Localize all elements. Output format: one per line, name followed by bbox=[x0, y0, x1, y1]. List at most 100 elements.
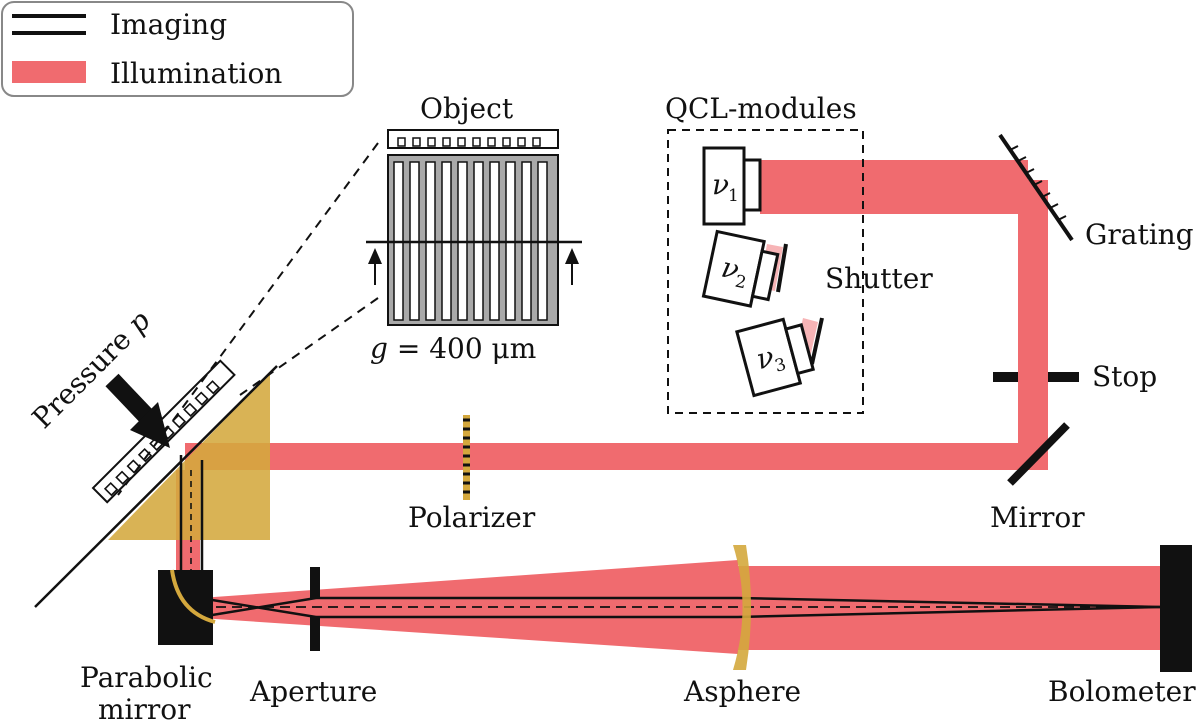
qcl-module-2: ν 2 bbox=[701, 229, 780, 308]
parabolic-mirror-label-2: mirror bbox=[98, 693, 191, 725]
inset-tooth-5 bbox=[457, 137, 466, 147]
object-comb-tooth-8 bbox=[183, 402, 198, 418]
nu2-label: ν bbox=[719, 251, 743, 287]
grating-serrations bbox=[1009, 145, 1067, 221]
inset-tooth-3 bbox=[427, 137, 436, 147]
mirror-label: Mirror bbox=[990, 501, 1085, 534]
inset-tooth-7 bbox=[487, 137, 496, 147]
aperture: Aperture bbox=[249, 567, 377, 708]
qcl-module-2-nose bbox=[750, 249, 780, 302]
grating-label: Grating bbox=[1085, 218, 1194, 251]
qcl-modules: QCL-modules ν 1 ν 2 ν 3 Shutter bbox=[665, 92, 933, 414]
stop-left-blade bbox=[993, 372, 1018, 382]
shutter-label: Shutter bbox=[825, 262, 933, 295]
beam-qcl-to-grating bbox=[760, 160, 1028, 214]
asphere-label: Asphere bbox=[683, 675, 801, 708]
legend-illumination-label: Illumination bbox=[110, 57, 282, 90]
inset-tooth-9 bbox=[517, 137, 526, 147]
grating-tooth-1 bbox=[1009, 145, 1019, 151]
bolometer-label: Bolometer bbox=[1048, 675, 1196, 708]
bolometer: Bolometer bbox=[1048, 545, 1196, 708]
stop: Stop bbox=[993, 360, 1157, 393]
mirror: Mirror bbox=[990, 422, 1085, 534]
shutter-3 bbox=[810, 317, 824, 365]
nu1-index: 1 bbox=[728, 186, 739, 206]
object-comb-tooth-2 bbox=[115, 470, 130, 485]
nu2-index: 2 bbox=[733, 272, 748, 294]
qcl-module-1-nose bbox=[742, 158, 762, 212]
qcl-module-3-nose bbox=[783, 323, 816, 376]
polarizer-label: Polarizer bbox=[408, 501, 536, 534]
stop-right-blade bbox=[1048, 372, 1079, 382]
grating: Grating bbox=[998, 133, 1194, 251]
parabolic-mirror-body bbox=[158, 570, 213, 645]
polarizer-wires bbox=[463, 418, 470, 494]
object-inset: Object bbox=[366, 92, 582, 365]
nu1-label: ν bbox=[712, 168, 729, 201]
pressure-prefix: Pressure bbox=[26, 317, 144, 435]
arrow-down-right-icon bbox=[105, 373, 170, 448]
object-label: Object bbox=[420, 92, 514, 125]
qcl-module-1-body bbox=[702, 146, 746, 226]
qcl-module-1: ν 1 bbox=[702, 146, 762, 226]
object-comb-tooth-4 bbox=[137, 448, 153, 463]
asphere: Asphere bbox=[683, 545, 801, 708]
parabolic-mirror: Parabolic mirror bbox=[80, 569, 216, 725]
stop-label: Stop bbox=[1092, 360, 1157, 393]
inset-tooth-10 bbox=[532, 137, 541, 147]
beam-expanding bbox=[200, 560, 738, 654]
aperture-bottom-blade bbox=[310, 617, 320, 651]
inset-tooth-2 bbox=[412, 137, 421, 147]
grating-tooth-6 bbox=[1049, 203, 1059, 209]
object-comb-tooth-9 bbox=[194, 391, 209, 406]
qcl-modules-label: QCL-modules bbox=[665, 92, 857, 125]
nu3-index: 3 bbox=[773, 355, 789, 377]
bolometer-body bbox=[1160, 545, 1192, 672]
pressure-arrow-shaft bbox=[105, 373, 157, 427]
gap-label: g = 400 μm bbox=[370, 332, 536, 365]
aperture-top-blade bbox=[310, 567, 320, 598]
inset-tooth-1 bbox=[397, 137, 406, 147]
arrow-up-icon bbox=[368, 248, 382, 285]
prism-hypotenuse bbox=[34, 365, 278, 608]
grating-tooth-2 bbox=[1017, 156, 1027, 162]
imaging-rays bbox=[34, 365, 1161, 619]
aperture-label: Aperture bbox=[249, 675, 377, 708]
grating-tooth-3 bbox=[1025, 168, 1035, 174]
object-comb-tooth-10 bbox=[205, 380, 221, 395]
asphere-lens bbox=[733, 545, 751, 670]
grating-tooth-5 bbox=[1041, 192, 1051, 198]
ray-converge-top bbox=[737, 596, 1161, 609]
zoom-lines bbox=[117, 142, 379, 496]
pressure-arrow-head bbox=[130, 402, 170, 448]
gap-symbol: g bbox=[370, 332, 388, 365]
arrow-up-head-left bbox=[368, 248, 382, 264]
zoom-line-top bbox=[117, 142, 379, 496]
mirror-body bbox=[1007, 422, 1070, 486]
legend-illumination-swatch bbox=[12, 61, 86, 83]
parabolic-mirror-surface bbox=[170, 569, 216, 624]
inset-comb-teeth bbox=[397, 137, 541, 147]
parabolic-mirror-label-1: Parabolic bbox=[80, 661, 213, 694]
gap-value: = 400 μm bbox=[388, 332, 536, 365]
legend-frame bbox=[1, 1, 354, 97]
legend-imaging-label: Imaging bbox=[110, 8, 227, 41]
inset-tooth-8 bbox=[502, 137, 511, 147]
beam-grating-to-mirror bbox=[1018, 180, 1048, 470]
grating-body bbox=[998, 133, 1074, 242]
beam-mirror-to-prism bbox=[185, 443, 1047, 470]
arrow-up-head-right bbox=[565, 248, 579, 264]
qcl-modules-frame bbox=[667, 129, 864, 414]
polarizer: Polarizer bbox=[408, 415, 536, 534]
inset-tooth-4 bbox=[442, 137, 451, 147]
zoom-line-bottom bbox=[239, 297, 379, 396]
legend: Imaging Illumination bbox=[1, 1, 354, 97]
arrow-up-icon bbox=[565, 248, 579, 285]
shutter-2 bbox=[776, 243, 788, 293]
qcl-module-3: ν 3 bbox=[735, 317, 816, 398]
illumination-beams bbox=[176, 160, 1162, 654]
grating-tooth-7 bbox=[1057, 215, 1067, 221]
object-comb-tooth-1 bbox=[103, 481, 119, 497]
inset-tooth-6 bbox=[472, 137, 481, 147]
ray-converge-bottom bbox=[737, 605, 1161, 619]
